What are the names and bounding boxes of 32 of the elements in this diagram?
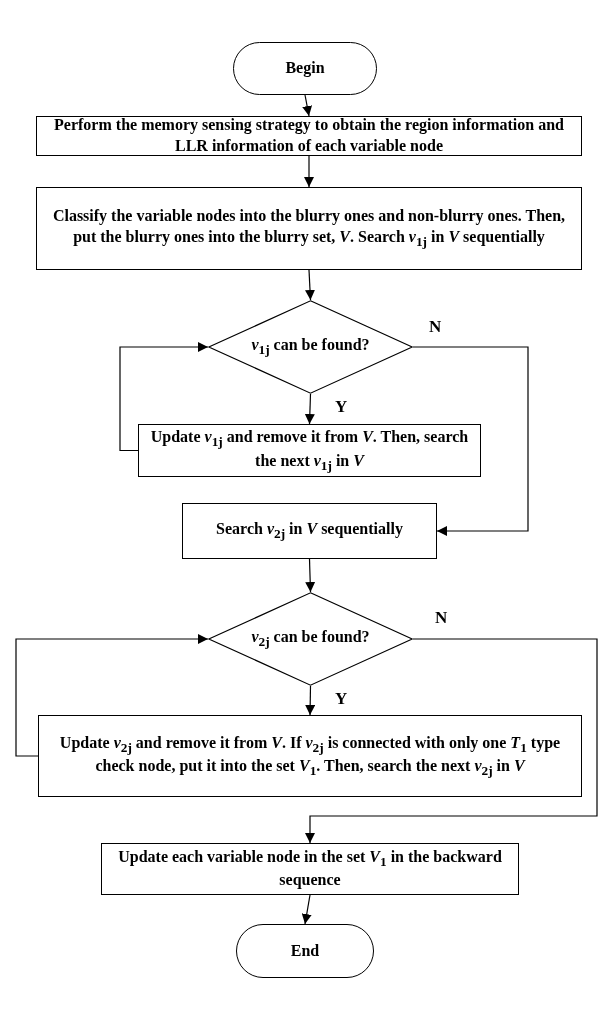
arrow (305, 558, 316, 593)
step-text: End (290, 940, 320, 961)
process-box (182, 503, 437, 559)
step-text: Search v$_{2j}$ in V sequentially (216, 519, 403, 543)
arrow (304, 393, 315, 425)
step-text: v$_{2j}$ can be found? (251, 627, 370, 651)
edge-label: N (428, 318, 443, 335)
arrow (305, 685, 316, 716)
step-text: v$_{1j}$ can be found? (251, 335, 370, 359)
process-box (38, 715, 582, 797)
step-text: Update each variable node in the set V$_{1}$ in the backward sequence (117, 846, 503, 891)
edge-label: N (434, 609, 449, 626)
arrow (302, 94, 313, 117)
arrow (15, 634, 209, 757)
end-terminal (236, 924, 374, 978)
process-box (101, 843, 519, 895)
step-text: Begin (285, 58, 325, 79)
arrow (119, 342, 209, 452)
start-terminal (233, 42, 377, 95)
edge-label: Y (334, 398, 349, 415)
arrow (412, 346, 529, 536)
step-text: Update v$_{1j}$ and remove it from V. Then, search the next v$_{1j}$ in V (149, 427, 470, 474)
arrow (305, 638, 598, 844)
edge-label: Y (334, 690, 349, 707)
arrow (304, 155, 314, 188)
process-box (138, 424, 481, 477)
process-box (36, 187, 582, 270)
arrow (301, 894, 312, 925)
arrow (305, 269, 315, 301)
step-text: Perform the memory sensing strategy to obtain the region information and LLR information of each variable node (53, 115, 565, 156)
step-text: Classify the variable nodes into the blurry ones and non-blurry ones. Then, put the blurry ones into the blurry set, V. Search v$_{1j}$ in V sequentially (51, 206, 567, 251)
step-text: Update v$_{2j}$ and remove it from V. If v$_{2j}$ is connected with only one T$_{1}$ type check node, put it into the set V$_{1}$. Then, search the next v$_{2j}$ in V (58, 732, 562, 780)
